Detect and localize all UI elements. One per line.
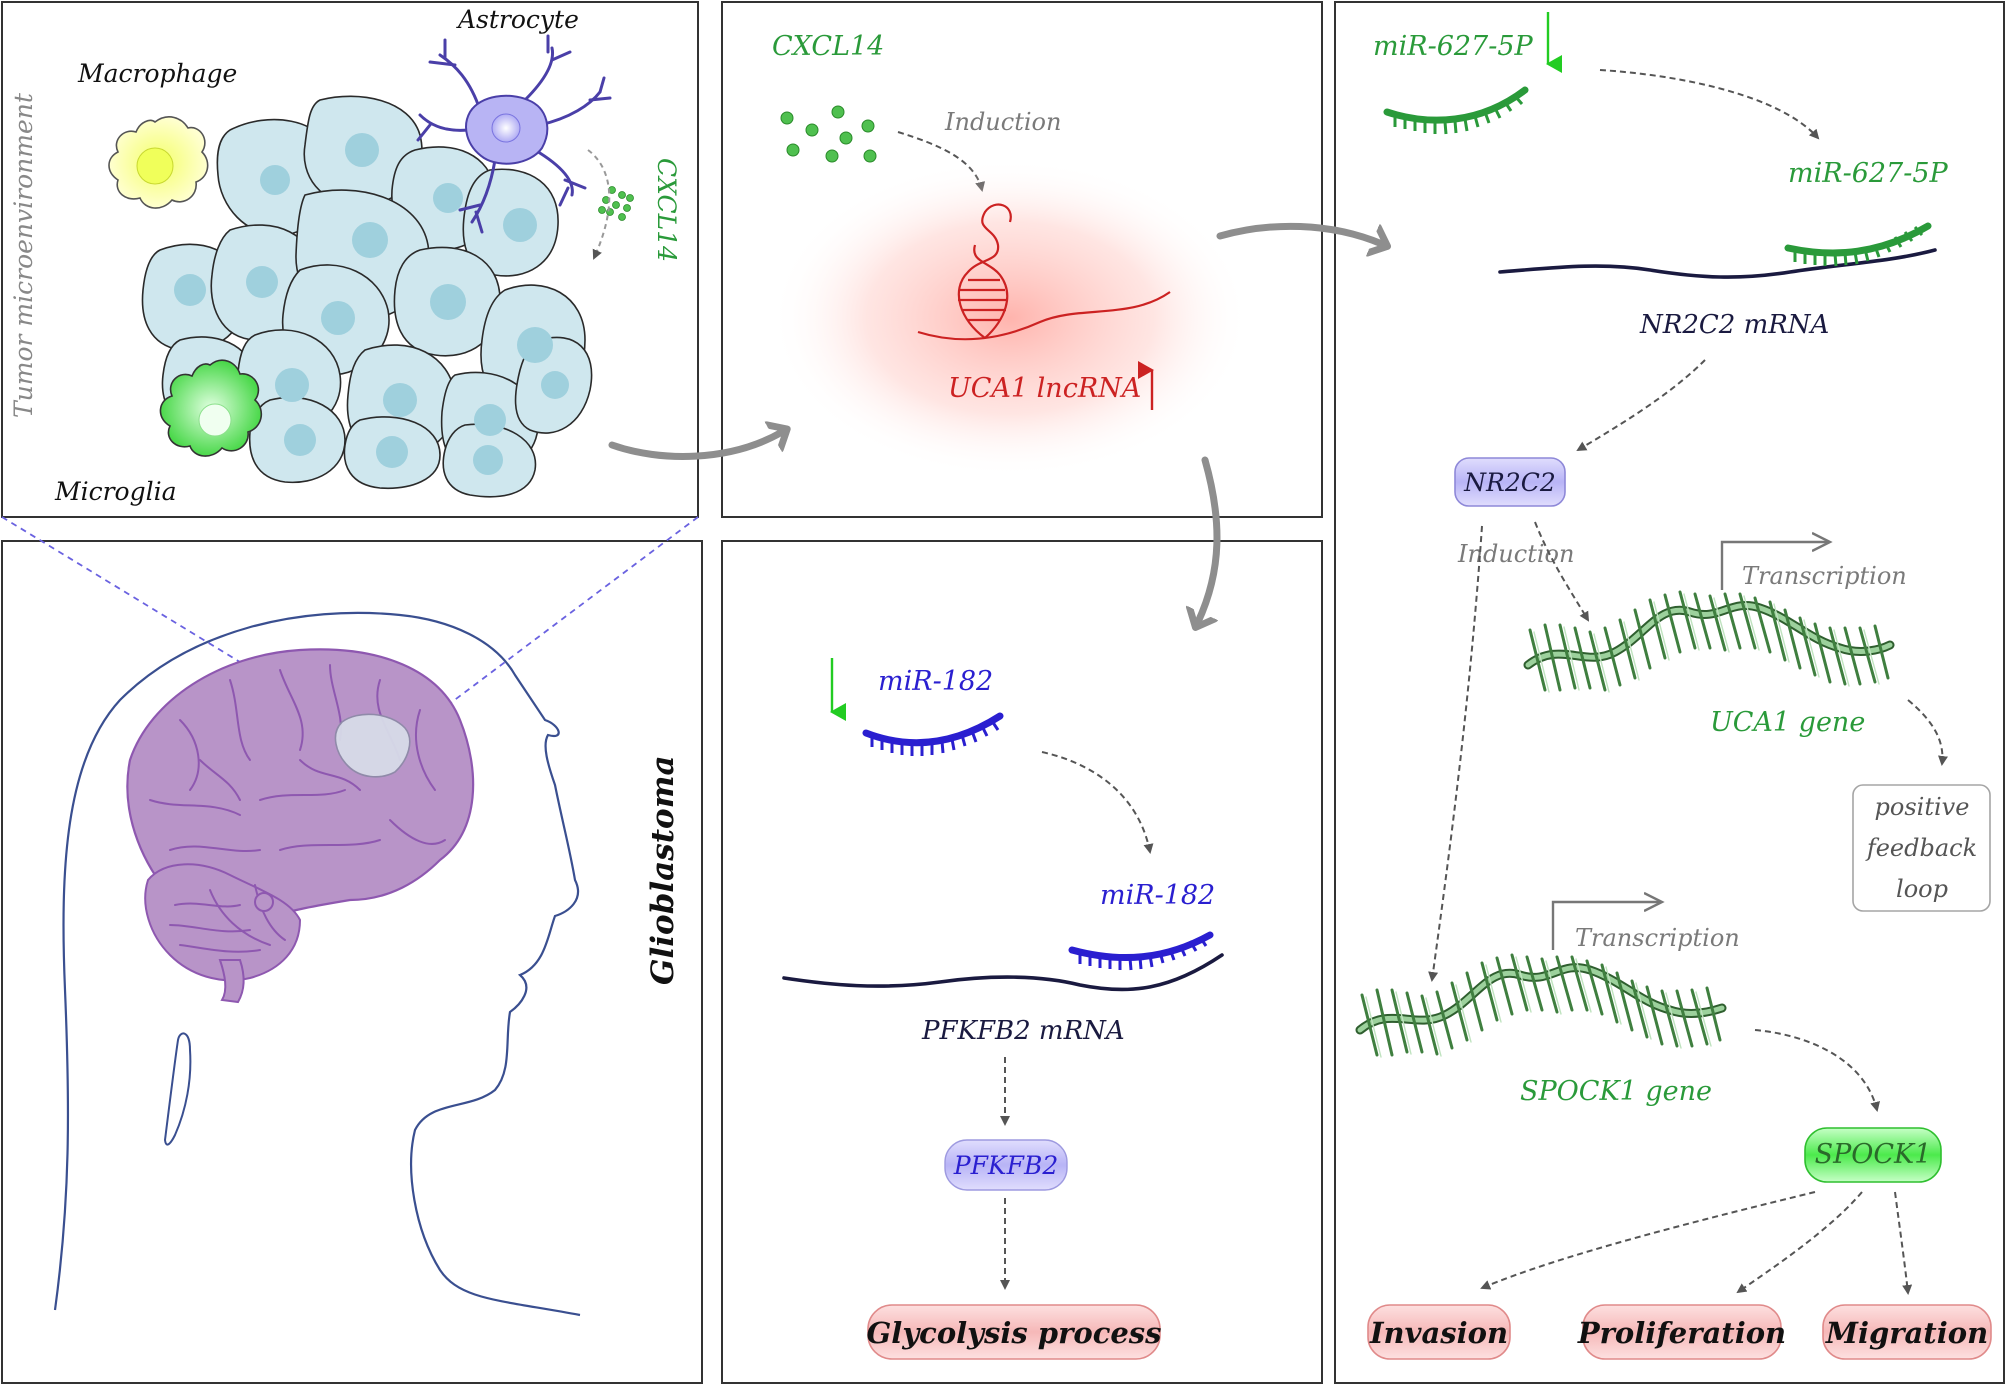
- panel-mir627: [1334, 1, 2005, 1384]
- induction-label-nr2c2: Induction: [1457, 540, 1574, 568]
- microglia-cell: [159, 359, 263, 457]
- uca1-gene-dna: [1523, 590, 1895, 693]
- mir627-bound-label: miR-627-5P: [1788, 158, 1949, 189]
- spock1-translation-arrow: [1754, 1029, 1880, 1112]
- proliferation-label: Proliferation: [1577, 1316, 1786, 1350]
- invasion-label: Invasion: [1369, 1316, 1508, 1350]
- panel-head: [1, 540, 703, 1384]
- migration-label: Migration: [1825, 1316, 1988, 1350]
- ear-outline: [163, 1032, 192, 1146]
- nr2c2-protein-label: NR2C2: [1463, 468, 1556, 497]
- transcription-marker-uca1: [1720, 542, 1828, 590]
- macrophage-cell: [108, 116, 209, 209]
- feedback-line-2: feedback: [1865, 834, 1977, 862]
- cxcl14-particles-tme: [598, 186, 634, 221]
- flow-arrow-tme-to-uca1: [608, 432, 782, 460]
- uca1-lncrna-label: UCA1 lncRNA: [948, 373, 1141, 404]
- nr2c2-mrna-label: NR2C2 mRNA: [1639, 310, 1829, 340]
- panel-mir182: [721, 540, 1323, 1384]
- panel-tumor-microenvironment: [1, 1, 699, 518]
- zoom-line-right: [411, 516, 699, 733]
- mir627-strand-bound: [1784, 222, 1932, 267]
- transcription-label-uca1: Transcription: [1742, 562, 1907, 590]
- spock1-gene-label: SPOCK1 gene: [1520, 1076, 1712, 1107]
- astrocyte-label: Astrocyte: [456, 5, 579, 34]
- transcription-marker-spock1: [1551, 902, 1660, 950]
- pfkfb2-protein-pill: PFKFB2: [944, 1139, 1068, 1191]
- nr2c2-protein-pill: NR2C2: [1454, 457, 1566, 507]
- mir182-binding-arrow: [1041, 751, 1154, 854]
- mir182-bound-label: miR-182: [1100, 880, 1215, 911]
- invasion-outcome-pill: Invasion: [1367, 1304, 1511, 1360]
- mir182-top-label: miR-182: [878, 666, 993, 697]
- mir182-strand-bound: [1068, 931, 1214, 971]
- glycolysis-label: Glycolysis process: [867, 1316, 1162, 1350]
- spock1-protein-pill: SPOCK1: [1804, 1127, 1942, 1183]
- uca1-lncrna-structure: [917, 203, 1171, 341]
- cxcl14-secretion-arrow: [587, 149, 611, 260]
- nr2c2-mrna-strand: [1498, 248, 1937, 279]
- tumor-microenvironment-label: Tumor microenvironment: [9, 92, 38, 418]
- spock1-to-invasion-arrow: [1480, 1191, 1816, 1290]
- nr2c2-to-invasion-arrow: [1428, 525, 1483, 982]
- nr2c2-to-uca1-gene-arrow: [1534, 521, 1590, 622]
- feedback-line-1: positive: [1875, 793, 1970, 821]
- feedback-line-3: loop: [1896, 875, 1948, 903]
- brain-illustration: [126, 648, 475, 1004]
- uca1-gene-label: UCA1 gene: [1710, 707, 1865, 738]
- transcription-label-spock1: Transcription: [1575, 924, 1740, 952]
- spock1-to-proliferation-arrow: [1736, 1191, 1863, 1294]
- induction-label-uca1: Induction: [944, 108, 1061, 136]
- uca1-glow: [770, 158, 1250, 478]
- mir627-strand-free: [1383, 86, 1529, 135]
- spock1-protein-label: SPOCK1: [1815, 1139, 1932, 1170]
- proliferation-outcome-pill: Proliferation: [1577, 1304, 1786, 1360]
- microglia-label: Microglia: [54, 477, 177, 506]
- glycolysis-outcome-pill: Glycolysis process: [867, 1304, 1162, 1360]
- astrocyte-cell: [416, 34, 612, 234]
- tumor-region: [334, 713, 411, 778]
- cxcl14-particles: [780, 105, 877, 163]
- glioblastoma-label: Glioblastoma: [645, 755, 681, 985]
- pfkfb2-mrna-strand: [782, 953, 1224, 992]
- migration-outcome-pill: Migration: [1822, 1304, 1992, 1360]
- flow-arrow-uca1-to-mir627: [1216, 222, 1382, 244]
- cxcl14-induction-label: CXCL14: [772, 31, 884, 62]
- positive-feedback-arrow: [1907, 699, 1948, 766]
- spock1-to-migration-arrow: [1894, 1191, 1913, 1295]
- positive-feedback-box: positive feedback loop: [1852, 784, 1991, 912]
- mir182-strand-free: [862, 712, 1004, 756]
- pfkfb2-protein-label: PFKFB2: [953, 1151, 1058, 1180]
- flow-arrow-uca1-to-mir182: [1198, 456, 1221, 622]
- panel-uca1: [721, 1, 1323, 518]
- cxcl14-tme-label: CXCL14: [652, 158, 681, 262]
- nr2c2-translation-arrow: [1576, 359, 1706, 452]
- head-silhouette: [53, 611, 581, 1317]
- spock1-gene-dna: [1355, 953, 1727, 1058]
- induction-arrow-uca1: [897, 131, 986, 192]
- mir627-top-label: miR-627-5P: [1373, 31, 1534, 62]
- macrophage-label: Macrophage: [77, 59, 237, 88]
- pfkfb2-mrna-label: PFKFB2 mRNA: [921, 1016, 1125, 1046]
- mir627-binding-arrow: [1599, 69, 1820, 140]
